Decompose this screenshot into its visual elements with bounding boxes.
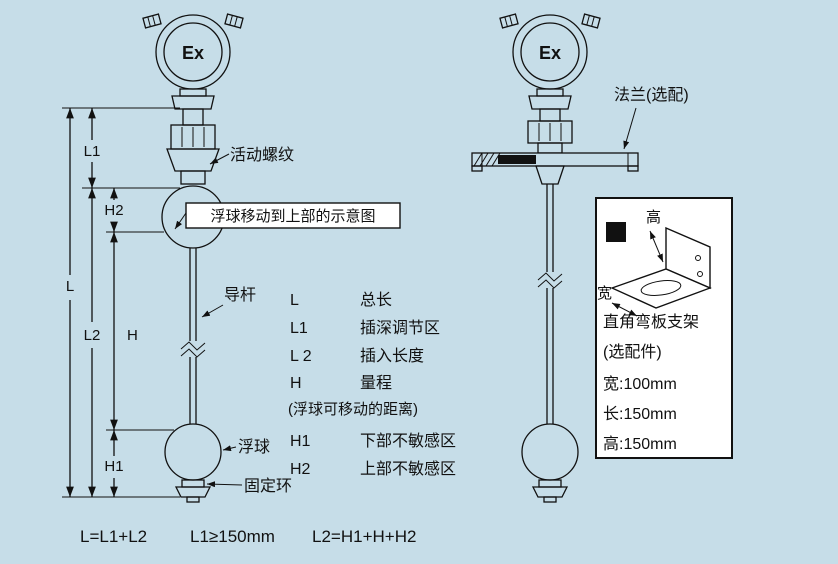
legend-desc: 量程 bbox=[360, 374, 392, 392]
rod-break-icon bbox=[180, 341, 206, 351]
legend-desc: 上部不敏感区 bbox=[360, 460, 456, 478]
bracket-subtitle: (选配件) bbox=[603, 343, 662, 361]
formula-bar: L=L1+L2 L1≥150mm L2=H1+H+H2 bbox=[80, 527, 416, 546]
legend-symbol: L1 bbox=[290, 320, 308, 337]
bolt-icon bbox=[224, 13, 244, 29]
rod-break-icon bbox=[537, 272, 563, 282]
bolt-icon bbox=[142, 13, 162, 29]
legend-symbol: H1 bbox=[290, 433, 311, 450]
legend-desc: 插入长度 bbox=[360, 347, 424, 365]
bracket-spec-height: 高:150mm bbox=[603, 435, 677, 453]
legend-note: (浮球可移动的距离) bbox=[288, 401, 418, 418]
legend-symbol: H bbox=[290, 375, 302, 392]
bolt-icon bbox=[499, 13, 519, 29]
legend: L 总长 L1 插深调节区 L 2 插入长度 H 量程 (浮球可移动的距离) H… bbox=[288, 291, 456, 478]
dim-L: L bbox=[66, 278, 74, 295]
legend-symbol: L 2 bbox=[290, 348, 312, 365]
dim-H: H bbox=[127, 327, 138, 344]
dim-L2: L2 bbox=[84, 327, 101, 344]
float-label: 浮球 bbox=[238, 438, 270, 456]
bracket-spec-length: 长:150mm bbox=[603, 405, 677, 423]
bracket-panel: 高 宽 直角弯板支架 (选配件) 宽:100mm 长:150mm 高:150mm bbox=[595, 197, 733, 459]
dim-L1: L1 bbox=[84, 143, 101, 160]
fixing-ring-label: 固定环 bbox=[244, 477, 292, 495]
guide-rod-label: 导杆 bbox=[224, 286, 256, 304]
movable-thread-label: 活动螺纹 bbox=[230, 146, 294, 164]
legend-desc: 插深调节区 bbox=[360, 319, 440, 337]
note-box bbox=[185, 202, 401, 229]
note-box-label: 浮球移动到上部的示意图 bbox=[210, 207, 375, 225]
legend-desc: 总长 bbox=[360, 291, 392, 309]
right-device: Ex bbox=[471, 13, 689, 503]
formula-total: L=L1+L2 bbox=[80, 527, 147, 546]
angle-bracket-icon bbox=[610, 226, 712, 309]
formula-l2-sum: L2=H1+H+H2 bbox=[312, 527, 416, 546]
clamp-block-icon bbox=[606, 222, 626, 242]
ex-marking: Ex bbox=[182, 43, 204, 63]
legend-symbol: H2 bbox=[290, 461, 311, 478]
dim-H2: H2 bbox=[104, 202, 123, 219]
formula-min-l1: L1≥150mm bbox=[190, 527, 275, 546]
ex-marking: Ex bbox=[539, 43, 561, 63]
bracket-width-label: 宽 bbox=[597, 285, 612, 302]
legend-symbol: L bbox=[290, 292, 299, 309]
bracket-spec-width: 宽:100mm bbox=[603, 375, 677, 393]
bolt-icon bbox=[581, 13, 601, 29]
bracket-title: 直角弯板支架 bbox=[603, 313, 699, 331]
bracket-height-label: 高 bbox=[646, 209, 661, 226]
left-annotations: 活动螺纹 浮球移动到上部的示意图 导杆 浮球 固定环 bbox=[174, 146, 401, 495]
legend-desc: 下部不敏感区 bbox=[360, 432, 456, 450]
float-lower-position bbox=[164, 423, 222, 481]
dimension-lines: L L1 L2 H2 H H1 bbox=[62, 108, 180, 497]
flange-label: 法兰(选配) bbox=[614, 86, 689, 104]
float bbox=[521, 423, 579, 481]
dim-H1: H1 bbox=[104, 458, 123, 475]
